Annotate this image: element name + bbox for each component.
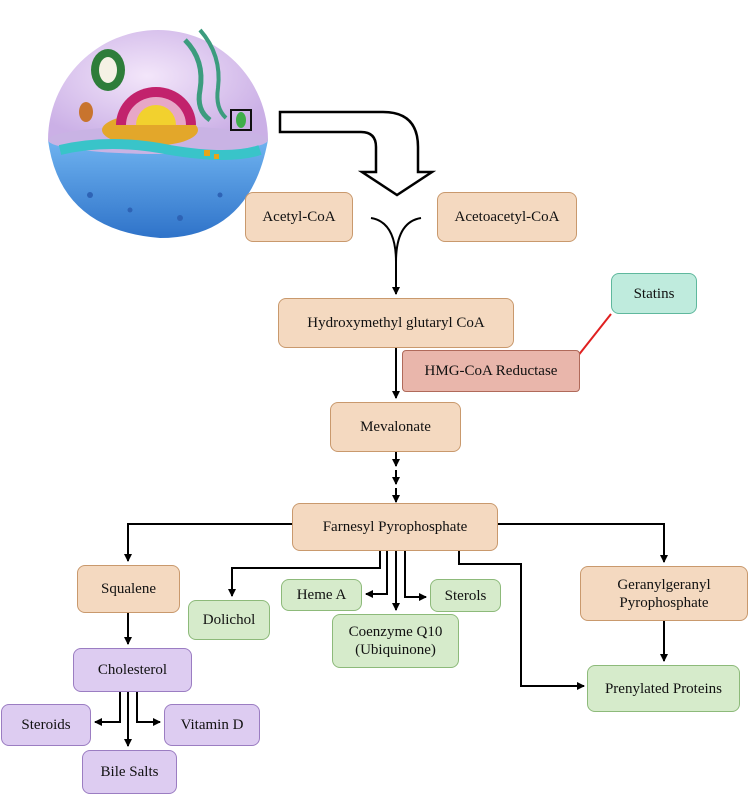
arrow-to-squalene	[124, 523, 292, 562]
cholesterol-node: Cholesterol	[73, 648, 192, 692]
hmg-coa-node: Hydroxymethyl glutaryl CoA	[278, 298, 514, 348]
arrow-to-heme-a	[365, 551, 388, 598]
animal-cell-cross-section-icon	[48, 28, 268, 238]
hmg-coa-reductase-node: HMG-CoA Reductase	[402, 350, 580, 392]
statins-node: Statins	[611, 273, 697, 314]
steroids-node: Steroids	[1, 704, 91, 746]
dolichol-node: Dolichol	[188, 600, 270, 640]
squalene-node: Squalene	[77, 565, 180, 613]
arrow-to-steroids	[94, 692, 121, 726]
prenylated-proteins-node: Prenylated Proteins	[587, 665, 740, 712]
farnesyl-pyrophosphate-node: Farnesyl Pyrophosphate	[292, 503, 498, 551]
arrow-to-prenylated-proteins	[458, 551, 585, 690]
merge-connector	[370, 217, 422, 263]
acetoacetyl-coa-node: Acetoacetyl-CoA	[437, 192, 577, 242]
bile-salts-node: Bile Salts	[82, 750, 177, 794]
coenzyme-q10-node: Coenzyme Q10 (Ubiquinone)	[332, 614, 459, 668]
hollow-arrow-icon	[278, 110, 437, 197]
arrow-to-geranylgeranyl	[498, 523, 668, 563]
acetyl-coa-node: Acetyl-CoA	[245, 192, 353, 242]
sterols-node: Sterols	[430, 579, 501, 612]
arrow-to-dolichol	[228, 551, 381, 597]
mevalonate-node: Mevalonate	[330, 402, 461, 452]
arrow-to-vitamin-d	[136, 692, 161, 726]
geranylgeranyl-pyrophosphate-node: Geranylgeranyl Pyrophosphate	[580, 566, 748, 621]
arrow-to-sterols	[404, 551, 427, 601]
vitamin-d-node: Vitamin D	[164, 704, 260, 746]
heme-a-node: Heme A	[281, 579, 362, 611]
